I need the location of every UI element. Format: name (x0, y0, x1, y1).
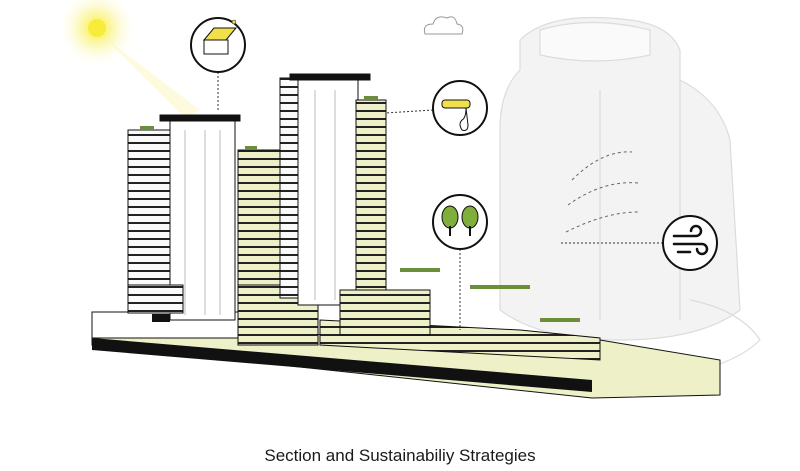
leader-lines (217, 72, 663, 330)
airflow-arrows (565, 151, 639, 233)
ground-section (91, 311, 721, 399)
solar-panel-icon (190, 17, 246, 73)
wind-icon (662, 215, 718, 271)
trees-icon (432, 194, 488, 250)
cloud-icon (423, 16, 464, 35)
sun-icon (57, 0, 200, 118)
tall-tower (279, 73, 431, 336)
water-tap-icon (432, 80, 488, 136)
ghost-tower (499, 16, 761, 371)
left-tower (127, 114, 241, 321)
diagram-caption: Section and Sustainabiliy Strategies (264, 446, 536, 465)
green-roof (140, 96, 580, 322)
